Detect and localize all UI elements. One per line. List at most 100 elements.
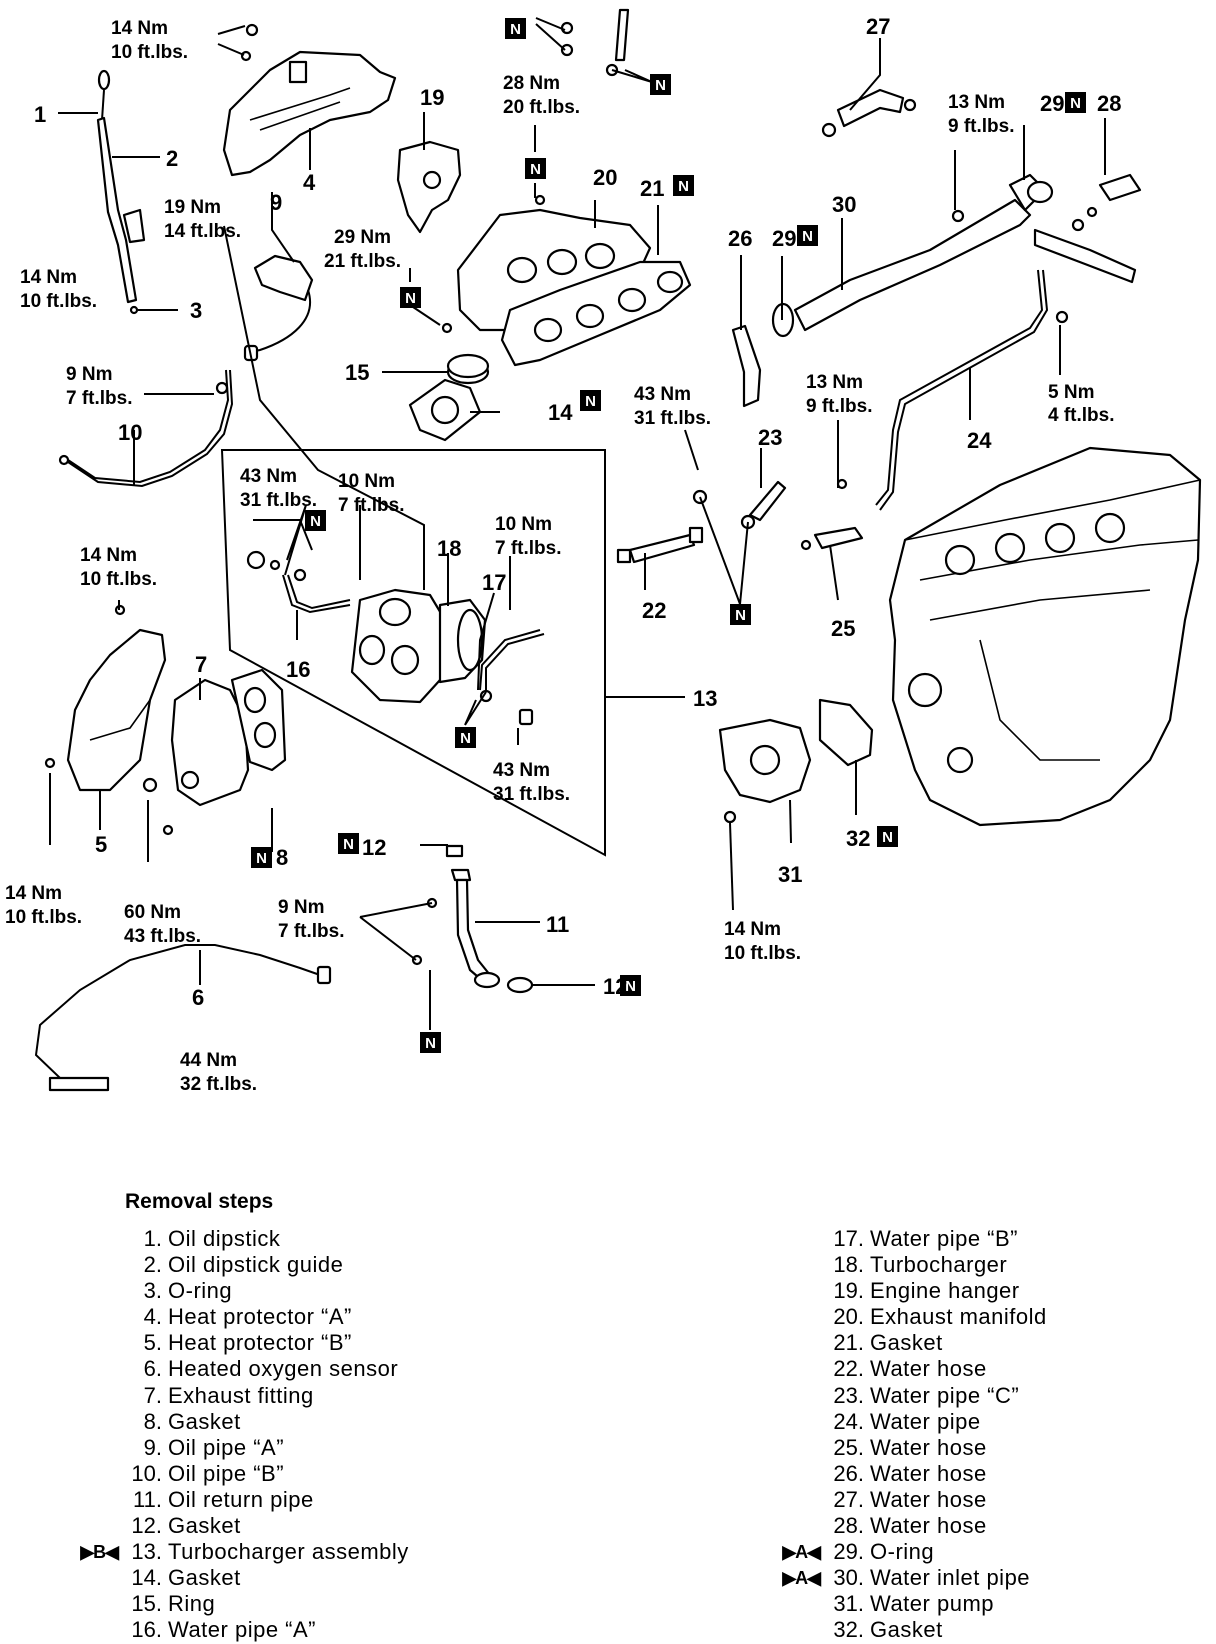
step-number: 4. xyxy=(143,1304,162,1330)
service-point-mark xyxy=(742,1487,826,1513)
leader-lines xyxy=(49,17,1106,1030)
torque-nm: 19 Nm xyxy=(164,197,221,218)
step-text: Water hose xyxy=(870,1434,987,1460)
step-text: Engine hanger xyxy=(870,1278,1020,1304)
torque-nm: 10 Nm xyxy=(338,471,395,492)
removal-step: 18.Turbocharger xyxy=(742,1252,1047,1278)
step-number: 19. xyxy=(833,1278,864,1304)
torque-nm: 14 Nm xyxy=(20,267,77,288)
step-text: Ring xyxy=(168,1591,216,1617)
manifold-stud-drawing xyxy=(560,8,630,77)
step-text: Exhaust manifold xyxy=(870,1304,1047,1330)
service-point-mark xyxy=(742,1435,826,1461)
removal-step: 19.Engine hanger xyxy=(742,1278,1047,1304)
torque-ftlbs: 21 ft.lbs. xyxy=(324,251,401,272)
callout-7: 7 xyxy=(195,652,207,677)
callout-12-top: 12 xyxy=(362,835,386,860)
step-text: Water pipe “A” xyxy=(168,1617,317,1643)
service-point-mark xyxy=(40,1487,124,1513)
callout-6: 6 xyxy=(192,985,204,1010)
step-text: Oil dipstick xyxy=(168,1226,281,1251)
callout-28: 28 xyxy=(1097,91,1121,116)
callout-3: 3 xyxy=(190,298,202,323)
callout-10: 10 xyxy=(118,420,142,445)
step-number: 26. xyxy=(833,1460,864,1486)
step-text: Turbocharger xyxy=(870,1252,1008,1278)
service-point-mark xyxy=(40,1565,124,1591)
step-text: Water hose xyxy=(870,1460,987,1486)
step-text: Gasket xyxy=(168,1513,241,1539)
callout-16: 16 xyxy=(286,657,310,682)
torque-ftlbs: 10 ft.lbs. xyxy=(724,943,801,964)
step-number: 2. xyxy=(143,1252,162,1278)
torque-ftlbs: 31 ft.lbs. xyxy=(493,784,570,805)
removal-step: ▶A◀30.Water inlet pipe xyxy=(742,1565,1047,1591)
service-point-mark: ▶B◀ xyxy=(80,1542,119,1563)
torque-nm: 9 Nm xyxy=(66,364,112,385)
service-point-mark xyxy=(40,1278,124,1304)
torque-ftlbs: 14 ft.lbs. xyxy=(164,221,241,242)
torque-ftlbs: 7 ft.lbs. xyxy=(66,388,133,409)
removal-step: 5.Heat protector “B” xyxy=(40,1330,409,1356)
step-text: Water pipe “C” xyxy=(870,1382,1020,1408)
step-number: 32. xyxy=(833,1617,864,1643)
removal-step: 25.Water hose xyxy=(742,1435,1047,1461)
service-point-mark xyxy=(742,1617,826,1643)
step-number: 3. xyxy=(143,1278,162,1304)
callout-20: 20 xyxy=(593,165,617,190)
service-point-mark xyxy=(40,1226,124,1252)
step-number: 31. xyxy=(833,1591,864,1617)
removal-step: 1.Oil dipstick xyxy=(40,1226,409,1252)
removal-step: 15.Ring xyxy=(40,1591,409,1617)
torque-ftlbs: 31 ft.lbs. xyxy=(634,408,711,429)
service-point-mark xyxy=(742,1513,826,1539)
step-text: Water inlet pipe xyxy=(870,1565,1031,1591)
service-point-mark xyxy=(40,1252,124,1278)
service-point-mark xyxy=(742,1304,826,1330)
torque-ftlbs: 10 ft.lbs. xyxy=(20,291,97,312)
step-number: 23. xyxy=(833,1382,864,1408)
callout-9: 9 xyxy=(270,190,282,215)
callout-29-top: 29 xyxy=(1040,91,1064,116)
heat-protector-b-drawing xyxy=(44,604,167,792)
torque-nm: 5 Nm xyxy=(1048,382,1094,403)
service-point-mark xyxy=(742,1409,826,1435)
removal-step: 12.Gasket xyxy=(40,1513,409,1539)
removal-step: 11.Oil return pipe xyxy=(40,1487,409,1513)
heat-protector-a-drawing xyxy=(222,23,397,177)
step-text: Water pump xyxy=(870,1591,995,1617)
service-point-mark xyxy=(742,1461,826,1487)
callout-25: 25 xyxy=(831,616,855,641)
step-number: 21. xyxy=(833,1330,864,1356)
callout-8: 8 xyxy=(276,845,288,870)
callout-32: 32 xyxy=(846,826,870,851)
service-point-mark xyxy=(40,1435,124,1461)
step-number: 1. xyxy=(143,1226,162,1251)
ring-and-gasket-drawing xyxy=(408,353,490,442)
step-number: 29. xyxy=(833,1539,864,1565)
callout-15: 15 xyxy=(345,360,369,385)
removal-step: 26.Water hose xyxy=(742,1461,1047,1487)
engine-block-drawing xyxy=(888,446,1202,827)
service-point-mark xyxy=(40,1617,124,1643)
torque-ftlbs: 9 ft.lbs. xyxy=(948,116,1015,137)
exploded-parts-diagram: N xyxy=(5,8,1202,1095)
removal-step: 6.Heated oxygen sensor xyxy=(40,1356,409,1382)
step-text: Heat protector “B” xyxy=(168,1330,352,1356)
oil-pipe-a-drawing xyxy=(243,254,314,362)
step-number: 15. xyxy=(131,1591,162,1617)
torque-nm: 10 Nm xyxy=(495,514,552,535)
step-text: O-ring xyxy=(870,1539,935,1565)
removal-step: 27.Water hose xyxy=(742,1487,1047,1513)
callout-13: 13 xyxy=(693,686,717,711)
water-pipe-24-drawing xyxy=(800,269,1069,551)
torque-ftlbs: 7 ft.lbs. xyxy=(278,921,345,942)
oil-return-pipe-drawing xyxy=(411,844,534,994)
exhaust-manifold-drawing xyxy=(441,194,692,367)
step-text: Gasket xyxy=(870,1617,943,1643)
callout-4: 4 xyxy=(303,170,316,195)
step-number: 20. xyxy=(833,1304,864,1330)
callout-30: 30 xyxy=(832,192,856,217)
